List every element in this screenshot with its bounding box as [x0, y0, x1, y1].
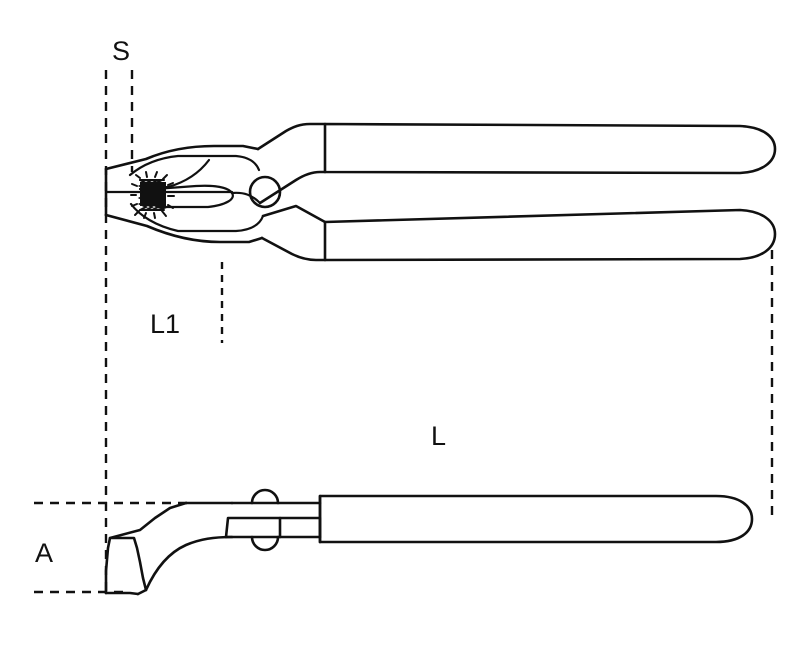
serration-edge-spikes	[130, 171, 175, 219]
rivet-top-cap	[250, 488, 280, 505]
dimension-label-a: A	[35, 538, 53, 568]
upper-jaw-outline	[104, 144, 260, 171]
pivot-circle	[248, 175, 282, 209]
joint-upper-leg	[256, 122, 327, 151]
jaw-serrations-group	[130, 171, 175, 219]
side-jaw-head-outline	[104, 501, 188, 595]
side-neck-lower	[144, 535, 234, 592]
rivet-bottom-cap	[250, 535, 280, 552]
dimension-label-l1: L1	[150, 309, 180, 339]
dimension-label-l: L	[431, 421, 446, 451]
lower-handle	[323, 208, 777, 262]
dimension-lines-group	[34, 70, 774, 596]
serration-fill-block	[140, 182, 166, 206]
dimension-labels-group: S L1 L A	[35, 36, 446, 568]
joint-lower-leg	[261, 204, 327, 224]
jaw-inner-lower-contour	[129, 202, 265, 233]
side-view-group	[104, 488, 754, 596]
dimension-label-s: S	[112, 36, 130, 66]
joint-upper-leg-inner	[258, 170, 327, 205]
top-view-group	[104, 122, 777, 262]
joint-lower-leg-outer	[260, 236, 327, 262]
lower-jaw-outline	[104, 213, 264, 244]
side-handle	[318, 494, 754, 544]
jaw-inner-joint-edge	[230, 191, 262, 205]
side-joint-block	[224, 516, 322, 539]
upper-handle	[323, 122, 777, 175]
side-jaw-inner-curve	[108, 536, 148, 596]
jaw-mouth-slot	[153, 184, 234, 209]
side-jaw-tip	[104, 591, 140, 596]
jaw-inner-upper-contour	[128, 154, 261, 177]
